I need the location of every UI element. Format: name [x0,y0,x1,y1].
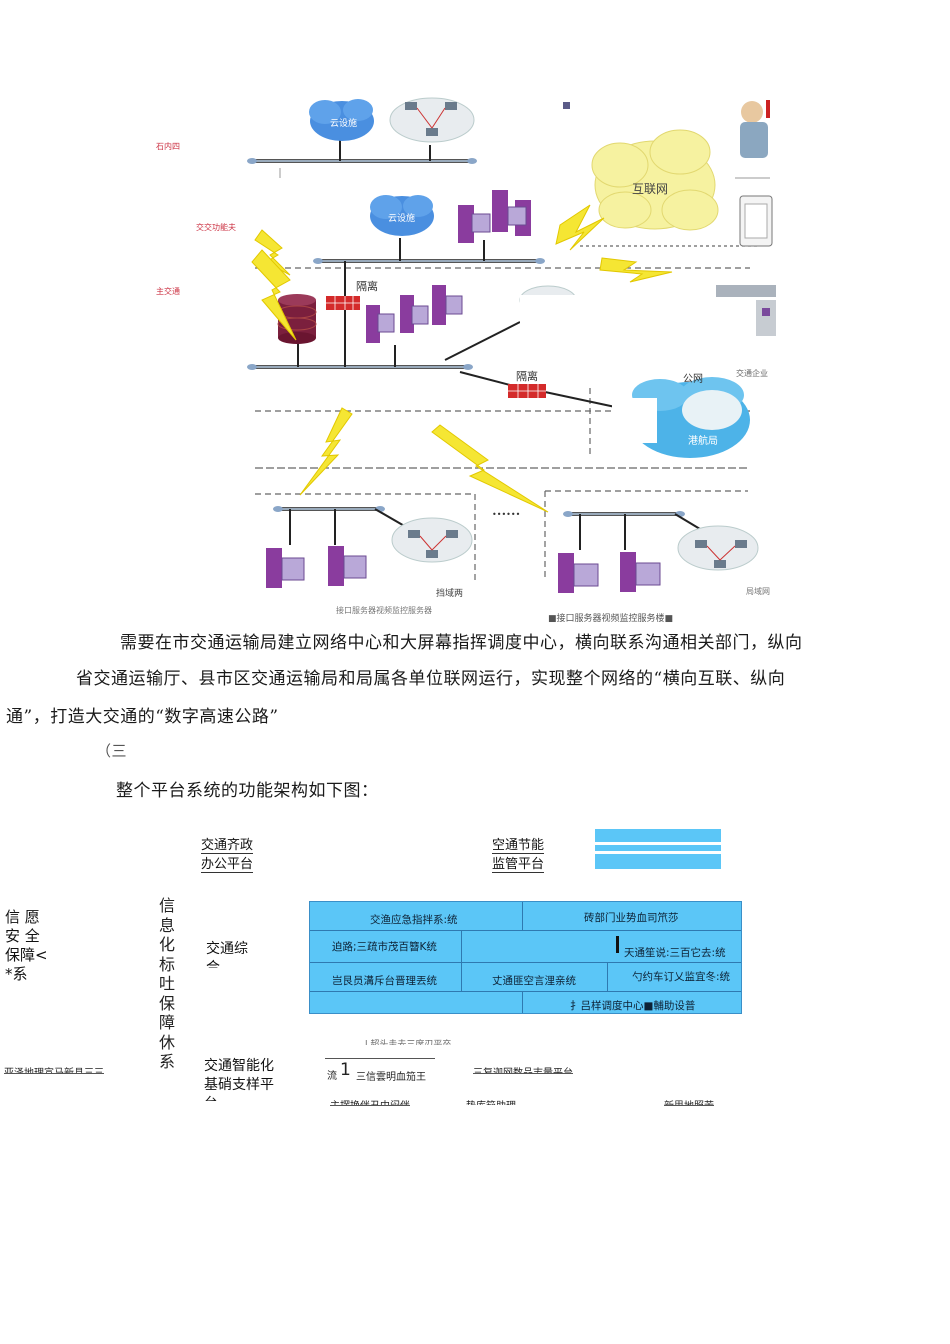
tablet-icon [739,195,773,247]
fragment-left: 亚泽地理宣马新县三三 [4,1064,104,1074]
support-platform-label: 交通智能化 基硝支样平 台 [204,1058,274,1101]
paragraph-line-1: 需要在市交通运输局建立网络中心和大屏幕指挥调度中心，横向联系沟通相关部门，纵向 [120,633,803,653]
side-label: 交交功能夫 [196,223,236,232]
lightning-icon [251,249,297,341]
public-net-label: 公网 [683,374,703,385]
security-guarantee-label: 信 愿 安 全 保障< *系 [5,908,48,983]
fragment: 三信雲明血笳王 [356,1072,426,1083]
cloud-icon [309,99,374,141]
grid-cell: 勺约车订乂监宜冬:统 [632,971,731,983]
vertical-security-label: 信 息 化 标 吐 保 障 休 系 [158,896,175,1071]
fragment: 主摆换伴丑中闷伴 [330,1097,410,1106]
divider [325,1058,435,1059]
cloud-label: 云设施 [330,119,358,129]
grid-cell: 丈通匪空言浬亲统 [492,975,576,987]
county-net-label: 挡域两 [436,589,464,599]
fragment-number: 1 [340,1060,351,1080]
ellipsis-dots: •••••• [492,510,521,519]
grid-cell: 迫路;三疏市茂百簪K统 [332,941,437,953]
side-label: 石内四 [156,142,180,151]
cloud-icon [370,195,434,236]
fragment: 流 [327,1071,337,1082]
person-phone-icon [740,100,770,158]
energy-platform-label: 空通节能 监管平台 [492,838,545,873]
network-topology-diagram [247,97,776,593]
side-label: 交通企业 [736,369,768,378]
port-bureau-label: 港航局 [688,436,718,447]
office-platform-label: 交通齐政 办公平台 [201,838,254,873]
grid-cell: 交渔应急指拌系:统 [370,914,458,926]
cloud-label: 云设施 [388,214,416,224]
caption-right: ■接口服务器视频监控服务楼■ [548,614,674,624]
side-label: 主交通 [156,287,180,296]
caption-left: 接口服务器视频监控服务器 [336,606,432,615]
grid-cell: 岂艮员溝斥台晋理丟统 [332,975,437,987]
faint-text: l 超头圭去三席刃平卒 [365,1040,452,1045]
grid-cell: 扌吕样调度中心■輔助设普 [570,1000,696,1012]
function-grid: 交渔应急指拌系:统 砖部门业势血司笊莎 迫路;三疏市茂百簪K统 天通笙说:三百它… [309,901,742,1014]
square-mark [563,102,570,109]
section-mark: （三 [96,742,128,760]
grid-cell: 砖部门业势血司笊莎 [584,912,679,924]
fragment: 垫库笳助理 [466,1097,516,1105]
intro-line: 整个平台系统的功能架构如下图： [116,781,379,801]
firewall-icon [326,296,360,310]
comprehensive-platform-label: 交通综 合 [206,941,248,968]
isolation-label: 隔离 [516,370,538,383]
public-net-cloud-icon [630,377,750,458]
fragment: 新思地照苦 [664,1097,714,1106]
bureau-net-label: 局域网 [746,587,770,596]
server-icon [266,190,636,593]
isolation-label: 隔离 [356,280,378,293]
paragraph-line-3: 通”，打造大交通的“数字高速公路” [6,707,279,727]
monitor-icon [281,206,661,587]
firewall-icon [508,384,546,398]
building-icon [716,285,776,336]
internet-label: 互联网 [632,182,669,196]
fragment: 三复迦网数品志量平台 [473,1064,573,1074]
legend-box [595,829,721,869]
paragraph-line-2: 省交通运输厅、县市区交通运输局和局属各单位联网运行，实现整个网络的“横向互联、纵… [76,669,786,689]
internet-cloud-icon [591,129,719,231]
grid-cell: 天通笙说:三百它去:统 [624,947,726,959]
